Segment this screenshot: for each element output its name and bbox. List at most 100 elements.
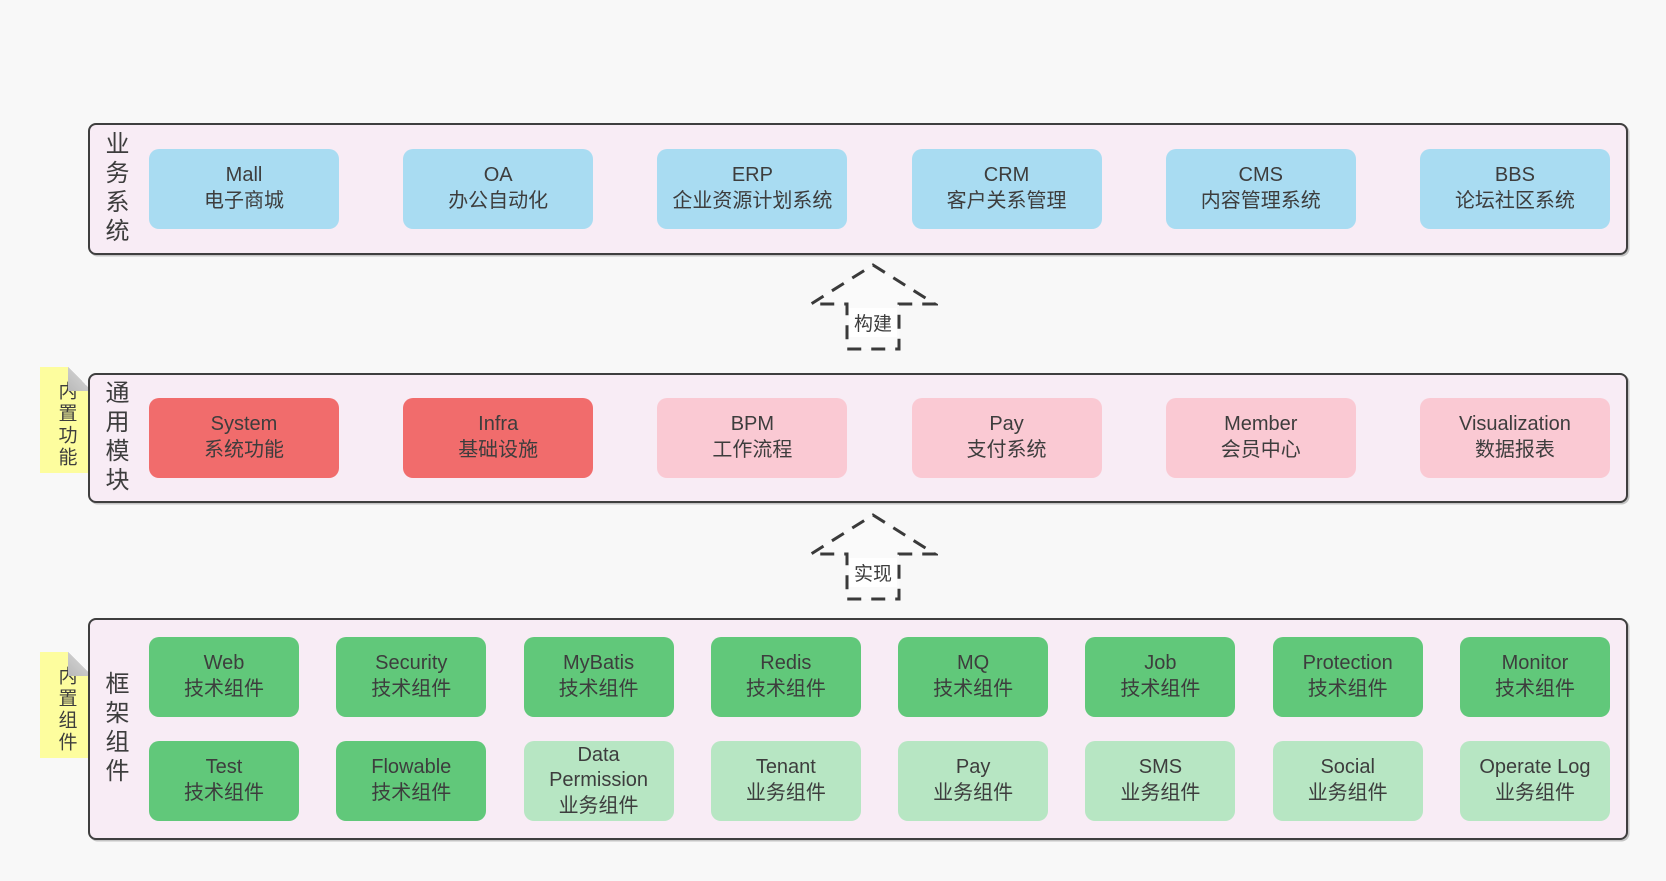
node-desc: 技术组件	[371, 678, 452, 700]
node-bbs: BBS 论坛社区系统	[1419, 149, 1610, 229]
node-sms: SMS 业务组件	[1085, 741, 1236, 821]
dashed-up-arrow-icon	[808, 513, 938, 601]
node-pay: Pay 支付系统	[911, 398, 1102, 478]
node-desc: 技术组件	[184, 782, 264, 804]
node-name: BBS	[1494, 164, 1535, 187]
node-data-permission: Data Permission 业务组件	[523, 741, 674, 821]
node-name: Job	[1144, 652, 1177, 675]
node-name: Pay	[955, 756, 991, 779]
node-erp: ERP 企业资源计划系统	[657, 149, 848, 229]
node-name: MQ	[957, 652, 990, 675]
node-monitor: Monitor 技术组件	[1459, 637, 1610, 717]
node-desc: 技术组件	[745, 678, 826, 700]
sticky-note-built-in-features: 内置功能	[40, 367, 92, 473]
business-boxes-row: Mall 电子商城 OA 办公自动化 ERP 企业资源计划系统 CRM 客户关系…	[132, 149, 1626, 229]
node-desc: 业务组件	[1307, 782, 1388, 804]
node-desc: 业务组件	[933, 782, 1014, 804]
layer-label-framework: 框架组件	[101, 671, 128, 787]
node-name: Protection	[1302, 652, 1393, 675]
node-name: OA	[483, 164, 513, 187]
node-web: Web 技术组件	[149, 637, 299, 717]
node-name: Redis	[760, 652, 812, 675]
framework-rows: Web 技术组件 Security 技术组件 MyBatis 技术组件 Redi…	[132, 637, 1626, 821]
node-security: Security 技术组件	[336, 637, 487, 717]
node-name: SMS	[1138, 756, 1183, 779]
sticky-note-built-in-components: 内置组件	[40, 652, 92, 758]
common-boxes-row: System 系统功能 Infra 基础设施 BPM 工作流程 Pay 支付系统…	[132, 398, 1626, 478]
node-name: Social	[1320, 756, 1375, 779]
node-protection: Protection 技术组件	[1272, 637, 1423, 717]
node-name: Flowable	[371, 756, 452, 779]
layer-label-common: 通用模块	[101, 380, 128, 496]
node-desc: 技术组件	[1494, 678, 1575, 700]
node-desc: 业务组件	[558, 794, 639, 817]
node-desc: 支付系统	[966, 439, 1047, 461]
node-mq: MQ 技术组件	[898, 637, 1049, 717]
sticky-note-text: 内置功能	[55, 381, 77, 469]
node-desc: 业务组件	[1120, 782, 1201, 804]
node-name: BPM	[730, 413, 775, 436]
sticky-note-text: 内置组件	[55, 666, 77, 754]
node-system: System 系统功能	[149, 398, 339, 478]
node-desc: 数据报表	[1474, 439, 1555, 461]
node-name: Data Permission	[549, 743, 649, 792]
node-mybatis: MyBatis 技术组件	[523, 637, 674, 717]
framework-row-1: Web 技术组件 Security 技术组件 MyBatis 技术组件 Redi…	[149, 637, 1610, 717]
node-flowable: Flowable 技术组件	[336, 741, 487, 821]
node-name: Visualization	[1458, 413, 1571, 436]
node-cms: CMS 内容管理系统	[1165, 149, 1356, 229]
node-name: Pay	[989, 413, 1024, 436]
layer-framework-components: 框架组件 Web 技术组件 Security 技术组件 MyBatis 技术组件…	[88, 618, 1628, 840]
node-name: Operate Log	[1479, 756, 1591, 779]
node-operate-log: Operate Log 业务组件	[1459, 741, 1610, 821]
node-name: Test	[205, 756, 243, 779]
arrow-label-implement: 实现	[848, 558, 898, 587]
layer-common-modules: 通用模块 System 系统功能 Infra 基础设施 BPM 工作流程 Pay…	[88, 373, 1628, 503]
node-name: Web	[203, 652, 245, 675]
node-social: Social 业务组件	[1272, 741, 1423, 821]
dashed-up-arrow-icon	[808, 263, 938, 351]
node-mall: Mall 电子商城	[149, 149, 339, 229]
node-name: Tenant	[755, 756, 816, 779]
layer-label-business: 业务系统	[101, 131, 128, 247]
node-desc: 工作流程	[712, 439, 793, 461]
node-desc: 论坛社区系统	[1454, 190, 1575, 212]
node-name: ERP	[731, 164, 773, 187]
node-desc: 业务组件	[1494, 782, 1575, 804]
node-infra: Infra 基础设施	[403, 398, 594, 478]
node-job: Job 技术组件	[1085, 637, 1236, 717]
node-name: CRM	[983, 164, 1030, 187]
framework-row-2: Test 技术组件 Flowable 技术组件 Data Permission …	[149, 741, 1610, 821]
node-name: MyBatis	[563, 652, 635, 675]
node-name: System	[210, 413, 278, 436]
node-desc: 技术组件	[558, 678, 639, 700]
node-redis: Redis 技术组件	[710, 637, 861, 717]
node-bpm: BPM 工作流程	[657, 398, 848, 478]
node-member: Member 会员中心	[1165, 398, 1356, 478]
node-name: CMS	[1238, 164, 1283, 187]
up-arrow-build: 构建	[808, 262, 938, 352]
node-desc: 技术组件	[933, 678, 1014, 700]
node-desc: 企业资源计划系统	[672, 190, 833, 212]
node-desc: 基础设施	[458, 439, 539, 461]
node-desc: 技术组件	[184, 678, 264, 700]
arrow-label-build: 构建	[848, 308, 898, 337]
node-desc: 技术组件	[1120, 678, 1201, 700]
node-crm: CRM 客户关系管理	[911, 149, 1102, 229]
node-desc: 技术组件	[371, 782, 452, 804]
node-name: Infra	[478, 413, 519, 436]
node-tenant: Tenant 业务组件	[710, 741, 861, 821]
node-desc: 系统功能	[204, 439, 284, 461]
node-name: Mall	[225, 164, 263, 187]
node-name: Member	[1224, 413, 1298, 436]
node-desc: 电子商城	[204, 190, 284, 212]
node-name: Security	[375, 652, 448, 675]
up-arrow-implement: 实现	[808, 512, 938, 602]
node-desc: 会员中心	[1220, 439, 1301, 461]
node-name: Monitor	[1501, 652, 1569, 675]
node-desc: 业务组件	[745, 782, 826, 804]
node-oa: OA 办公自动化	[403, 149, 594, 229]
node-desc: 客户关系管理	[946, 190, 1067, 212]
node-visualization: Visualization 数据报表	[1419, 398, 1610, 478]
